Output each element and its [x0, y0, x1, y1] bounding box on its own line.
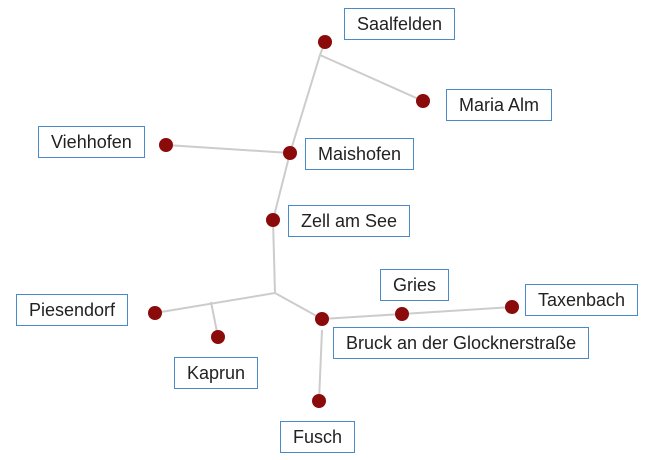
edge-j-fusch-fusch	[318, 329, 323, 402]
edge-gries-taxenbach	[401, 306, 513, 315]
node-saalfelden	[318, 35, 332, 49]
label-piesendorf: Piesendorf	[16, 294, 129, 326]
node-fusch	[312, 394, 326, 408]
node-bruck	[315, 312, 329, 326]
label-maishofen: Maishofen	[305, 138, 415, 170]
node-maishofen	[283, 146, 297, 160]
node-maria-alm	[416, 94, 430, 108]
label-kaprun: Kaprun	[174, 357, 259, 389]
edge-j-mid-bruck	[274, 292, 323, 320]
label-fusch: Fusch	[280, 421, 356, 453]
node-piesendorf	[148, 306, 162, 320]
edge-bruck-gries	[321, 313, 403, 320]
label-saalfelden: Saalfelden	[344, 8, 456, 40]
label-maria-alm: Maria Alm	[446, 89, 553, 121]
edge-j-mid-piesendorf	[154, 292, 276, 314]
node-taxenbach	[505, 300, 519, 314]
node-viehhofen	[159, 138, 173, 152]
label-viehhofen: Viehhofen	[38, 126, 145, 158]
node-gries	[395, 307, 409, 321]
edge-j-top-maishofen	[289, 54, 321, 154]
label-bruck: Bruck an der Glocknerstraße	[333, 327, 590, 359]
node-zell-am-see	[266, 213, 280, 227]
label-zell-am-see: Zell am See	[288, 205, 411, 237]
label-taxenbach: Taxenbach	[525, 284, 639, 316]
edge-maishofen-zell-am-see	[272, 152, 291, 221]
label-gries: Gries	[380, 269, 450, 301]
edge-j-top-maria-alm	[319, 54, 424, 102]
edge-zell-am-see-j-mid	[272, 219, 276, 294]
edge-viehhofen-maishofen	[165, 144, 291, 154]
node-kaprun	[211, 330, 225, 344]
